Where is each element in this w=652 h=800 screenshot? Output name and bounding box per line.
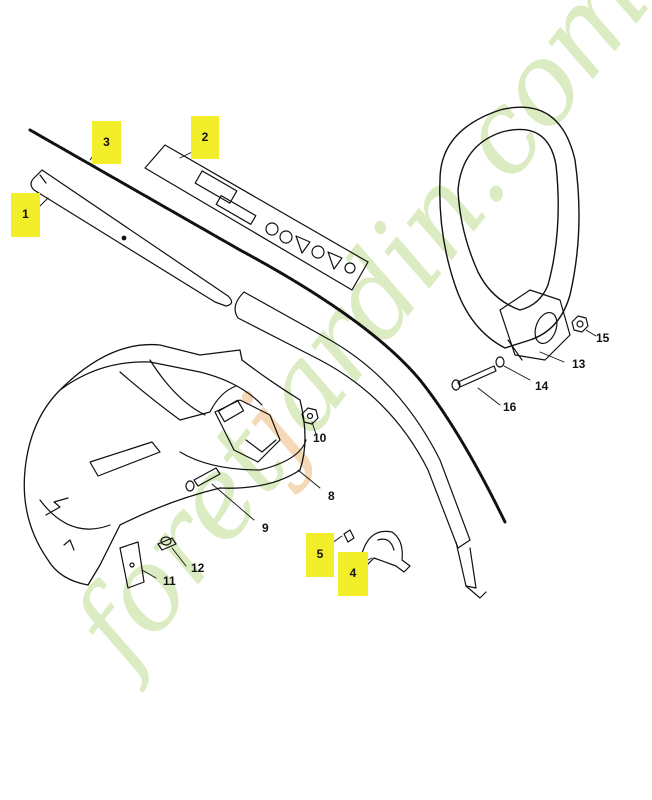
callout-label-16: 16 <box>503 400 517 414</box>
plate-11 <box>119 541 145 589</box>
callout-label-2: 2 <box>201 130 209 144</box>
callout-label-11: 11 <box>163 574 176 588</box>
callout-label-8: 8 <box>328 489 335 503</box>
screw-5 <box>343 529 355 543</box>
decal <box>144 144 369 291</box>
shaft-tube <box>30 169 487 599</box>
callout-highlight-1: 1 <box>11 193 40 237</box>
callout-label-14: 14 <box>535 379 549 393</box>
callout-label-15: 15 <box>596 331 610 345</box>
callout-label-13: 13 <box>572 357 586 371</box>
callout-label-10: 10 <box>313 431 327 445</box>
callout-label-3: 3 <box>103 135 110 149</box>
washer-14 <box>495 356 505 368</box>
callout-label-12: 12 <box>191 561 205 575</box>
callout-label-4: 4 <box>349 566 357 580</box>
hex-nut-10 <box>301 407 319 425</box>
callout-highlight-3: 3 <box>92 121 121 164</box>
callout-highlight-2: 2 <box>191 116 219 159</box>
screw-12 <box>157 536 177 551</box>
loop-handle <box>439 106 580 361</box>
bolt-16 <box>451 365 497 391</box>
callout-label-5: 5 <box>316 547 324 561</box>
leader-lines <box>35 135 597 579</box>
callout-label-1: 1 <box>22 207 29 221</box>
callout-highlight-5: 5 <box>306 533 334 577</box>
callout-label-9: 9 <box>262 521 269 535</box>
drive-shaft <box>28 128 507 524</box>
deflector-guard <box>23 343 307 586</box>
pipe-clamp-4 <box>359 530 411 573</box>
hex-nut-15 <box>571 315 589 333</box>
callout-highlight-4: 4 <box>338 552 368 596</box>
screw-9 <box>185 467 221 492</box>
